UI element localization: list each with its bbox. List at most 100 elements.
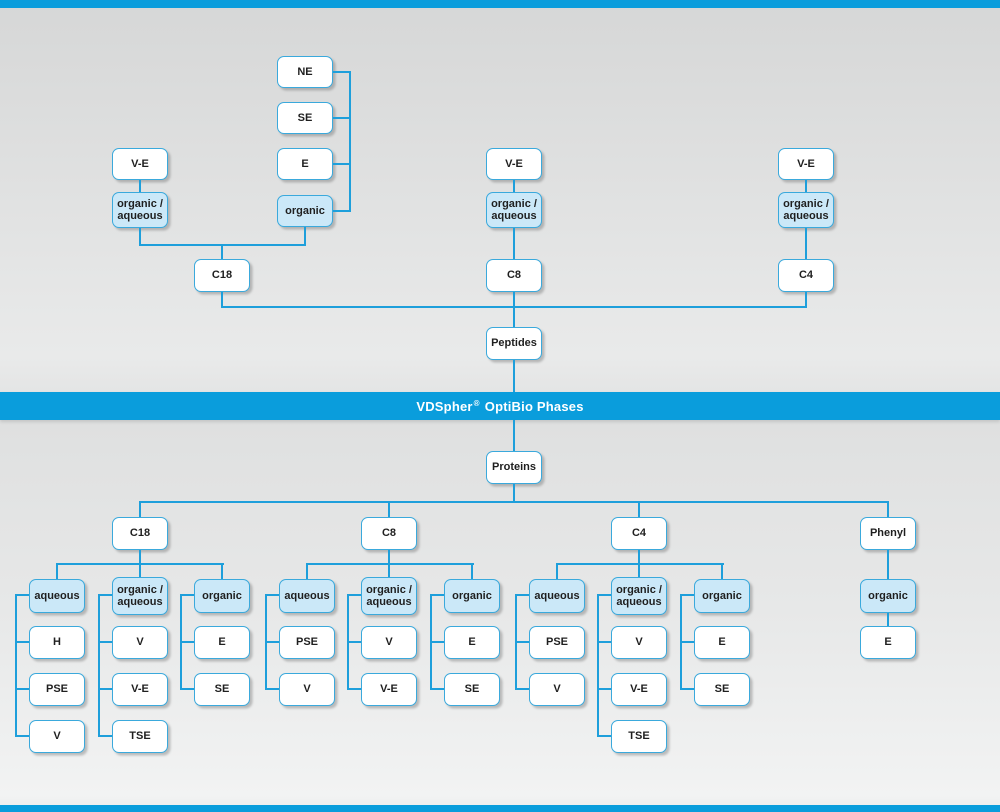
node-peptides-c8: C8 <box>486 259 542 292</box>
connector-line <box>597 594 599 737</box>
connector-line <box>15 688 29 690</box>
node-peptides-c4-organic-aqueous: organic / aqueous <box>778 192 834 228</box>
connector-line <box>513 228 515 259</box>
node-proteins-c8-organic-aqueous: organic / aqueous <box>361 577 417 615</box>
node-proteins-c18-aqueous-v: V <box>29 720 85 753</box>
connector-line <box>98 735 112 737</box>
connector-line <box>887 550 889 579</box>
connector-line <box>56 565 58 579</box>
connector-line <box>430 688 444 690</box>
node-proteins-c18-organic-e: E <box>194 626 250 659</box>
connector-line <box>513 292 515 308</box>
connector-line <box>638 550 640 563</box>
connector-line <box>180 594 194 596</box>
connector-line <box>513 420 515 451</box>
connector-line <box>805 228 807 259</box>
connector-line <box>638 503 640 517</box>
connector-line <box>98 594 100 737</box>
connector-line <box>347 641 361 643</box>
node-peptides-c18-organic-aqueous: organic / aqueous <box>112 192 168 228</box>
node-proteins-c4-organic-se: SE <box>694 673 750 706</box>
connector-line <box>805 180 807 192</box>
connector-line <box>333 71 351 73</box>
node-proteins-c4-aqueous: aqueous <box>529 579 585 613</box>
connector-line <box>721 565 723 579</box>
node-proteins-c4-oa-tse: TSE <box>611 720 667 753</box>
connector-line <box>56 563 224 565</box>
node-peptides-c8-ve: V-E <box>486 148 542 180</box>
connector-line <box>388 503 390 517</box>
connector-line <box>349 71 351 212</box>
connector-line <box>388 565 390 577</box>
connector-line <box>15 594 17 737</box>
node-proteins-c4-aqueous-pse: PSE <box>529 626 585 659</box>
node-proteins-c4: C4 <box>611 517 667 550</box>
connector-line <box>597 641 611 643</box>
node-proteins-c4-organic: organic <box>694 579 750 613</box>
node-proteins-phenyl-organic: organic <box>860 579 916 613</box>
connector-line <box>347 594 361 596</box>
node-peptides-c8-organic-aqueous: organic / aqueous <box>486 192 542 228</box>
connector-line <box>556 563 724 565</box>
node-proteins-c18-oa-tse: TSE <box>112 720 168 753</box>
banner-rest: OptiBio Phases <box>484 398 584 414</box>
connector-line <box>139 501 889 503</box>
banner-brand: VDSpher <box>416 398 473 414</box>
connector-line <box>98 688 112 690</box>
connector-line <box>597 594 611 596</box>
node-peptides-c18-ve: V-E <box>112 148 168 180</box>
connector-line <box>15 594 29 596</box>
connector-line <box>139 503 141 517</box>
node-proteins-c18-aqueous-h: H <box>29 626 85 659</box>
connector-line <box>430 594 444 596</box>
node-peptides-c18-e: E <box>277 148 333 180</box>
node-peptides-c18: C18 <box>194 259 250 292</box>
connector-line <box>388 550 390 563</box>
connector-line <box>333 117 351 119</box>
node-proteins-c18: C18 <box>112 517 168 550</box>
node-proteins-c8-aqueous-pse: PSE <box>279 626 335 659</box>
connector-line <box>180 688 194 690</box>
connector-line <box>515 594 529 596</box>
connector-line <box>265 641 279 643</box>
connector-line <box>15 641 29 643</box>
node-proteins-c18-organic-aqueous: organic / aqueous <box>112 577 168 615</box>
node-proteins-root: Proteins <box>486 451 542 484</box>
node-peptides-root: Peptides <box>486 327 542 360</box>
connector-line <box>221 565 223 579</box>
connector-line <box>347 688 361 690</box>
node-peptides-c18-organic: organic <box>277 195 333 227</box>
connector-line <box>513 180 515 192</box>
connector-line <box>221 292 223 308</box>
node-proteins-c18-oa-v: V <box>112 626 168 659</box>
connector-line <box>680 594 694 596</box>
node-peptides-c4-ve: V-E <box>778 148 834 180</box>
node-proteins-c4-organic-aqueous: organic / aqueous <box>611 577 667 615</box>
node-peptides-c18-ne: NE <box>277 56 333 88</box>
connector-line <box>597 735 611 737</box>
node-proteins-c4-oa-v: V <box>611 626 667 659</box>
bottom-accent-bar <box>0 805 1000 812</box>
connector-line <box>556 565 558 579</box>
node-proteins-c18-oa-ve: V-E <box>112 673 168 706</box>
connector-line <box>221 306 807 308</box>
connector-line <box>15 735 29 737</box>
connector-line <box>513 484 515 503</box>
connector-line <box>221 246 223 259</box>
connector-line <box>680 641 694 643</box>
node-proteins-c18-organic-se: SE <box>194 673 250 706</box>
node-peptides-c4: C4 <box>778 259 834 292</box>
node-proteins-c8-organic: organic <box>444 579 500 613</box>
connector-line <box>887 503 889 517</box>
connector-line <box>471 565 473 579</box>
connector-line <box>805 292 807 308</box>
connector-line <box>513 360 515 392</box>
connector-line <box>638 565 640 577</box>
connector-line <box>513 308 515 327</box>
connector-line <box>515 688 529 690</box>
node-proteins-c8-oa-ve: V-E <box>361 673 417 706</box>
node-proteins-c8-organic-e: E <box>444 626 500 659</box>
connector-line <box>306 563 474 565</box>
connector-line <box>597 688 611 690</box>
